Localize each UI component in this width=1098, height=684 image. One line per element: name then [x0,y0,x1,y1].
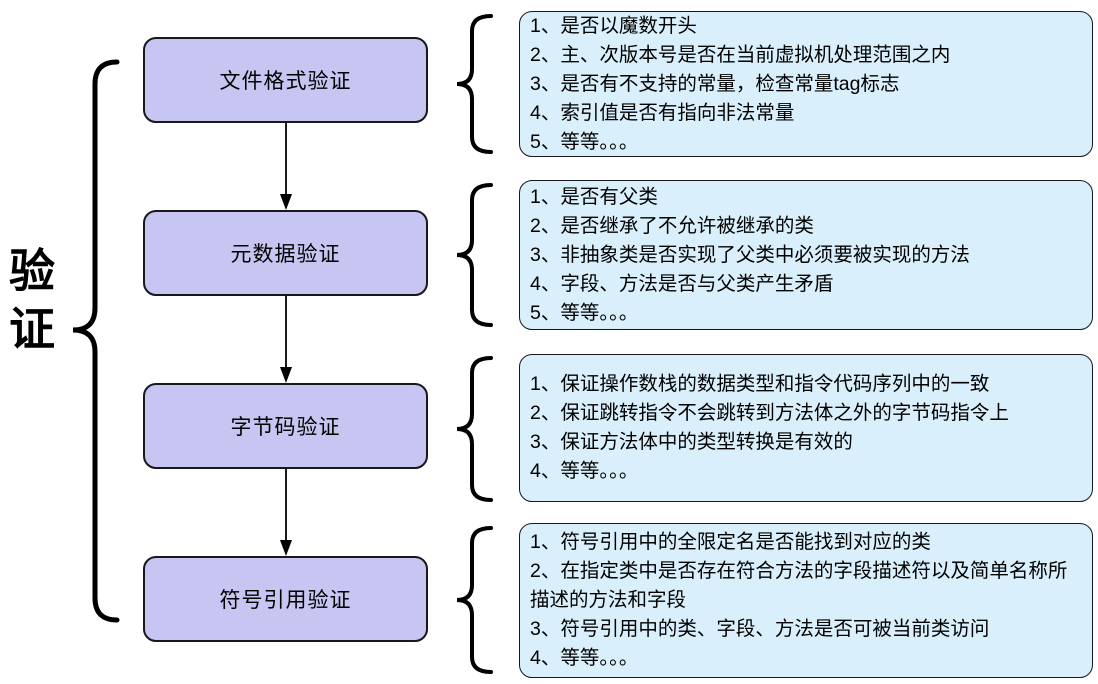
stage2-brace-icon [456,183,493,327]
detail-item: 2、是否继承了不允许被继承的类 [530,214,814,237]
stage-box-file-format: 文件格式验证 [143,37,428,123]
stage-label: 字节码验证 [230,416,341,439]
stage-box-symbolic-reference: 符号引用验证 [143,556,428,642]
detail-item: 4、字段、方法是否与父类产生矛盾 [530,272,834,295]
detail-item: 1、是否以魔数开头 [530,14,697,37]
detail-item: 3、非抽象类是否实现了父类中必须要被实现的方法 [530,243,970,266]
flow-arrow-1 [280,123,292,210]
stage-label: 文件格式验证 [219,70,352,93]
stage3-brace-icon [456,356,493,502]
root-brace-icon [72,59,120,623]
detail-box-bytecode: 1、保证操作数栈的数据类型和指令代码序列中的一致 2、保证跳转指令不会跳转到方法… [519,354,1093,502]
detail-box-file-format: 1、是否以魔数开头 2、主、次版本号是否在当前虚拟机处理范围之内 3、是否有不支… [519,11,1093,157]
root-label: 验证 [9,244,55,356]
detail-item: 1、保证操作数栈的数据类型和指令代码序列中的一致 [530,373,990,395]
detail-item: 5、等等。。。 [530,301,639,324]
detail-item: 2、主、次版本号是否在当前虚拟机处理范围之内 [530,43,951,66]
detail-item: 5、等等。。。 [530,130,639,153]
detail-item: 4、索引值是否有指向非法常量 [530,101,795,124]
flow-arrow-3 [280,469,292,556]
detail-item: 3、保证方法体中的类型转换是有效的 [530,431,853,453]
detail-item: 4、等等。。。 [530,647,639,669]
detail-item: 4、等等。。。 [530,460,639,482]
detail-item: 2、保证跳转指令不会跳转到方法体之外的字节码指令上 [530,402,1009,424]
stage-box-bytecode: 字节码验证 [143,383,428,469]
stage1-brace-icon [456,14,493,154]
detail-box-metadata: 1、是否有父类 2、是否继承了不允许被继承的类 3、非抽象类是否实现了父类中必须… [519,180,1093,330]
stage4-brace-icon [456,526,493,674]
stage-label: 元数据验证 [230,243,341,266]
detail-item: 3、符号引用中的类、字段、方法是否可被当前类访问 [530,618,990,640]
stage-box-metadata: 元数据验证 [143,210,428,296]
stage-label: 符号引用验证 [219,589,352,612]
flow-arrow-2 [280,296,292,383]
detail-item: 3、是否有不支持的常量，检查常量tag标志 [530,72,900,95]
detail-item: 1、符号引用中的全限定名是否能找到对应的类 [530,531,931,553]
detail-box-symbolic-reference: 1、符号引用中的全限定名是否能找到对应的类 2、在指定类中是否存在符合方法的字段… [519,523,1093,678]
detail-item: 1、是否有父类 [530,185,658,208]
detail-item: 2、在指定类中是否存在符合方法的字段描述符以及简单名称所描述的方法和字段 [530,560,1068,611]
